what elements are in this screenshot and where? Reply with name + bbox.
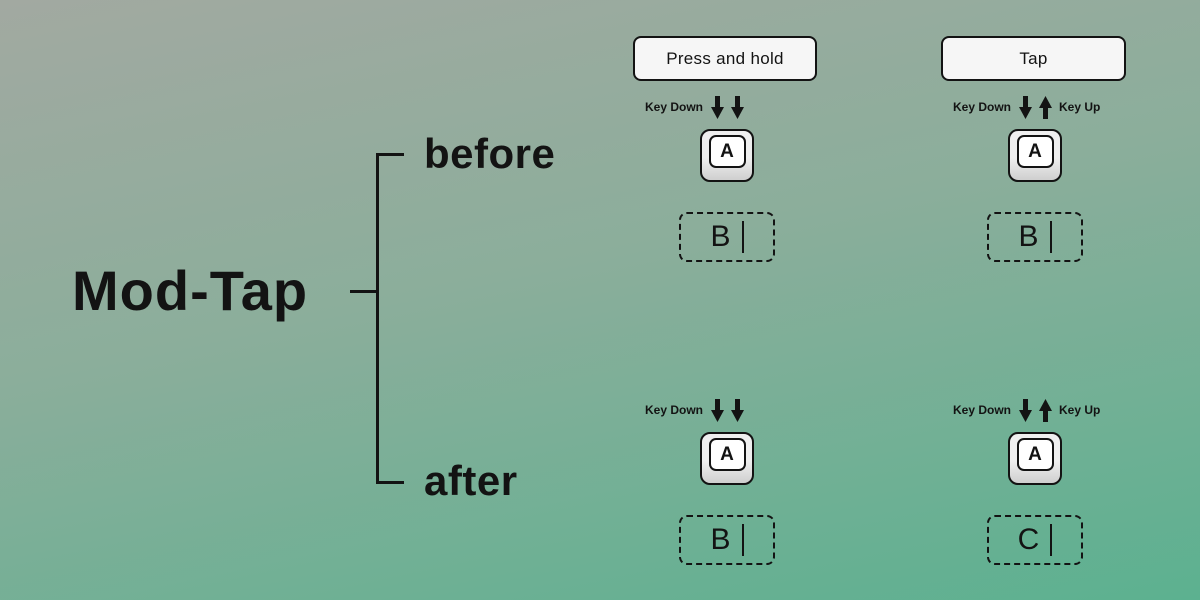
column-header-tap: Tap [941, 36, 1126, 81]
event-row: Key Down Key Up [925, 393, 1145, 427]
text-cursor [1050, 524, 1053, 556]
key-down-label: Key Down [952, 403, 1011, 417]
key-down-arrow-icon [730, 95, 744, 119]
page-title: Mod-Tap [72, 259, 309, 322]
key-down-arrow-icon [710, 398, 724, 422]
bracket-vertical-line [376, 153, 379, 484]
keycap: A [700, 432, 754, 485]
key-up-label: Key Up [1059, 403, 1101, 417]
output-letter: B [1018, 220, 1039, 253]
key-down-label: Key Down [952, 100, 1011, 114]
text-cursor [1049, 221, 1052, 253]
output-box: C [987, 515, 1083, 565]
key-down-label: Key Down [644, 100, 703, 114]
keycap-legend: A [1016, 135, 1054, 168]
text-cursor [741, 524, 744, 556]
output-box: B [987, 212, 1083, 262]
output-letter: C [1017, 523, 1040, 556]
key-up-arrow-icon [1038, 398, 1052, 422]
cell-before-press-hold: Key Down A B [617, 90, 837, 262]
output-letter: B [710, 523, 731, 556]
keycap: A [1008, 129, 1062, 182]
bracket-top-stub [376, 153, 404, 156]
text-cursor [741, 221, 744, 253]
event-row: Key Down [617, 90, 837, 124]
output-box: B [679, 212, 775, 262]
key-down-arrow-icon [1018, 398, 1032, 422]
output-letter: B [710, 220, 731, 253]
column-header-press-and-hold: Press and hold [633, 36, 817, 81]
branch-label-after: after [424, 457, 518, 504]
key-up-arrow-icon [1038, 95, 1052, 119]
branch-label-before: before [424, 130, 556, 177]
key-down-label: Key Down [644, 403, 703, 417]
keycap-legend: A [1016, 438, 1054, 471]
keycap-legend: A [708, 438, 746, 471]
keycap: A [1008, 432, 1062, 485]
keycap-legend: A [708, 135, 746, 168]
bracket-mid-dash [350, 290, 378, 293]
key-up-label: Key Up [1059, 100, 1101, 114]
keycap: A [700, 129, 754, 182]
event-row: Key Down [617, 393, 837, 427]
key-down-arrow-icon [710, 95, 724, 119]
event-row: Key Down Key Up [925, 90, 1145, 124]
key-down-arrow-icon [1018, 95, 1032, 119]
cell-after-press-hold: Key Down A B [617, 393, 837, 565]
bracket-bottom-stub [376, 481, 404, 484]
cell-after-tap: Key Down Key Up A C [925, 393, 1145, 565]
key-down-arrow-icon [730, 398, 744, 422]
cell-before-tap: Key Down Key Up A B [925, 90, 1145, 262]
output-box: B [679, 515, 775, 565]
